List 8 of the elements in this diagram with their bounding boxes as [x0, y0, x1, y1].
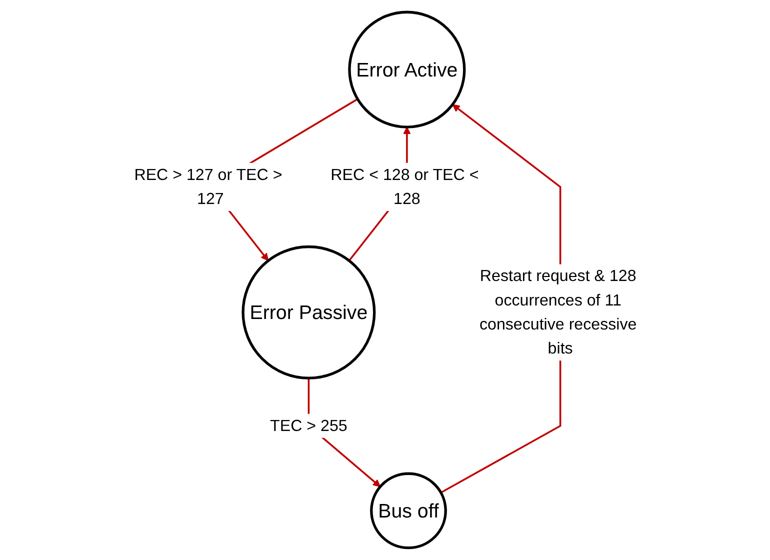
node-circle [370, 472, 447, 550]
edge-label: REC > 127 or TEC > 127 [134, 165, 282, 208]
state-diagram: REC > 127 or TEC > 127 REC < 128 or TEC < 128 TEC > 255 Restart request & 128 occurrences of 11 consecutive recessive bits Error Active Error Passive Bus off [114, 5, 656, 555]
edge-label: TEC > 255 [270, 416, 347, 434]
edge-label: REC < 128 or TEC < 128 [330, 165, 478, 208]
edge-label: Restart request & 128 occurrences of 11 consecutive recessive bits [479, 266, 636, 358]
node-circle [348, 10, 466, 128]
node-circle [241, 245, 376, 380]
